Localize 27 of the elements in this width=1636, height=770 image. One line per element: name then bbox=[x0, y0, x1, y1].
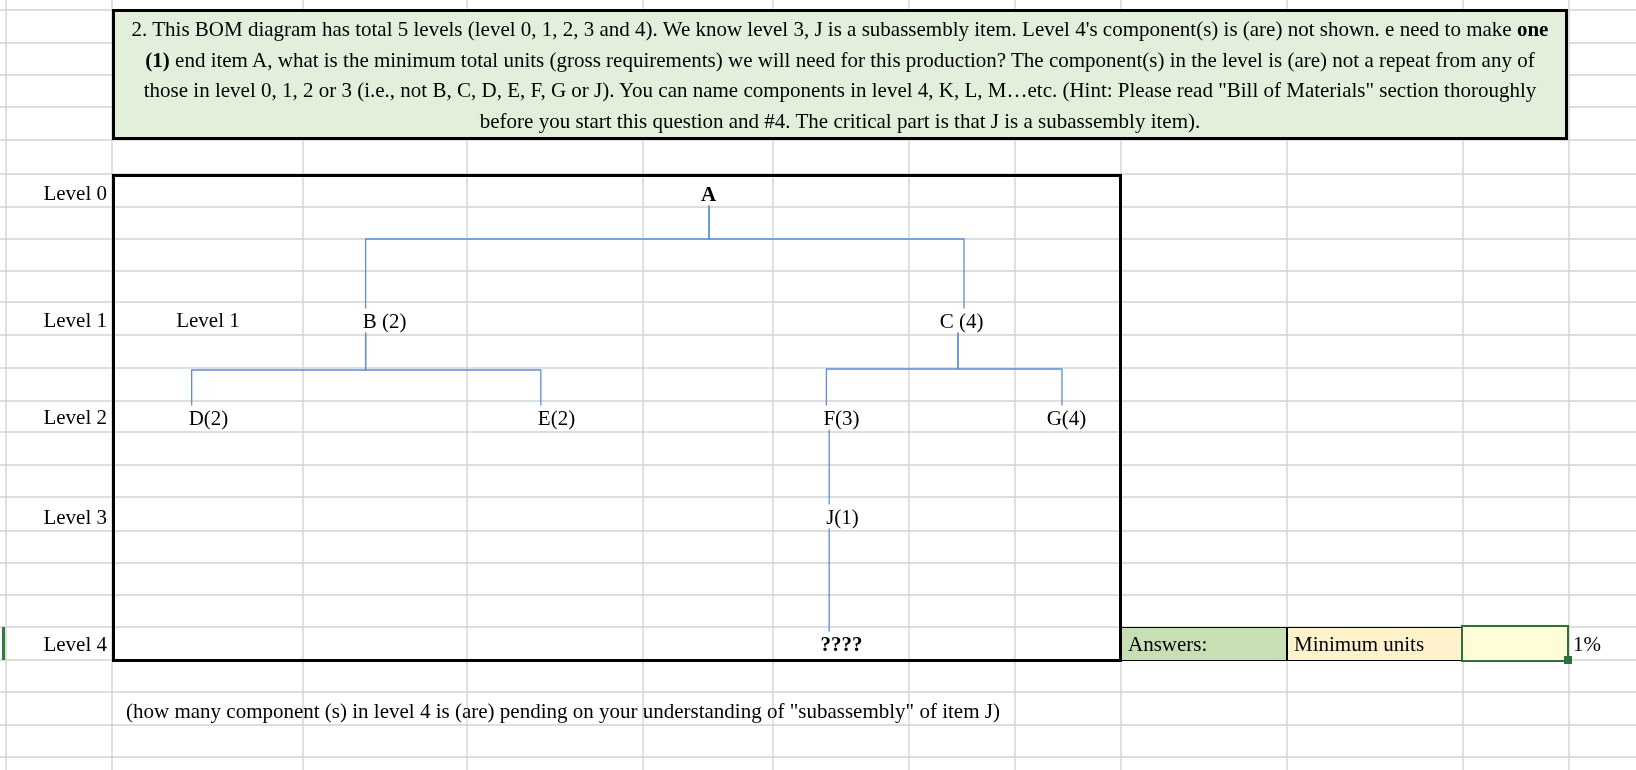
bom-item-label: G(4) bbox=[1046, 405, 1087, 430]
connector-line bbox=[365, 331, 542, 407]
bom-item-label: A bbox=[700, 181, 717, 206]
question-panel: 2. This BOM diagram has total 5 levels (level 0, 1, 2, 3 and 4). We know level 3, J is a subassembly item. Level 4's component(s) is (are) not shown. e need to make one (1) end item A, what is the minimum total units (gross requirements) we will need for this production? The component(s) in the level is (are) not a repeat from any of those in level 0, 1, 2 or 3 (i.e., not B, C, D, E, F, G or J). You can name components in level 4, K, L, M…etc. (Hint: Please read "Bill of Materials" section thoroughly before you start this question and #4. The critical part is that J is a subassembly item). bbox=[112, 9, 1568, 140]
bom-item-label: E(2) bbox=[537, 405, 576, 430]
bom-item-label: C (4) bbox=[939, 308, 984, 333]
bom-item-label: F(3) bbox=[823, 405, 860, 430]
connector-line bbox=[957, 331, 1063, 407]
level-label: Level 1 bbox=[176, 307, 240, 333]
connector-line bbox=[708, 204, 965, 310]
row-label: Level 3 bbox=[43, 504, 107, 530]
bom-item-label: J(1) bbox=[826, 504, 859, 529]
row-label: Level 1 bbox=[43, 307, 107, 333]
minimum-units-cell: Minimum units bbox=[1287, 627, 1463, 661]
connector-line bbox=[828, 527, 830, 633]
bom-item-label: B (2) bbox=[362, 308, 407, 333]
row-label: Level 2 bbox=[43, 404, 107, 430]
connector-line bbox=[828, 428, 830, 506]
bom-frame bbox=[112, 174, 1122, 662]
beside-text: 1% bbox=[1573, 631, 1601, 656]
bom-item-label: D(2) bbox=[188, 405, 229, 430]
note-text: (how many component (s) in level 4 is (are) pending on your understanding of "subassembly" of item J) bbox=[126, 698, 1000, 724]
row-label: Level 0 bbox=[43, 180, 107, 206]
answer-field bbox=[1461, 625, 1569, 662]
row-label: Level 4 bbox=[43, 631, 107, 657]
bom-item-label: ???? bbox=[820, 631, 863, 656]
answers-header-cell: Answers: bbox=[1121, 627, 1287, 661]
